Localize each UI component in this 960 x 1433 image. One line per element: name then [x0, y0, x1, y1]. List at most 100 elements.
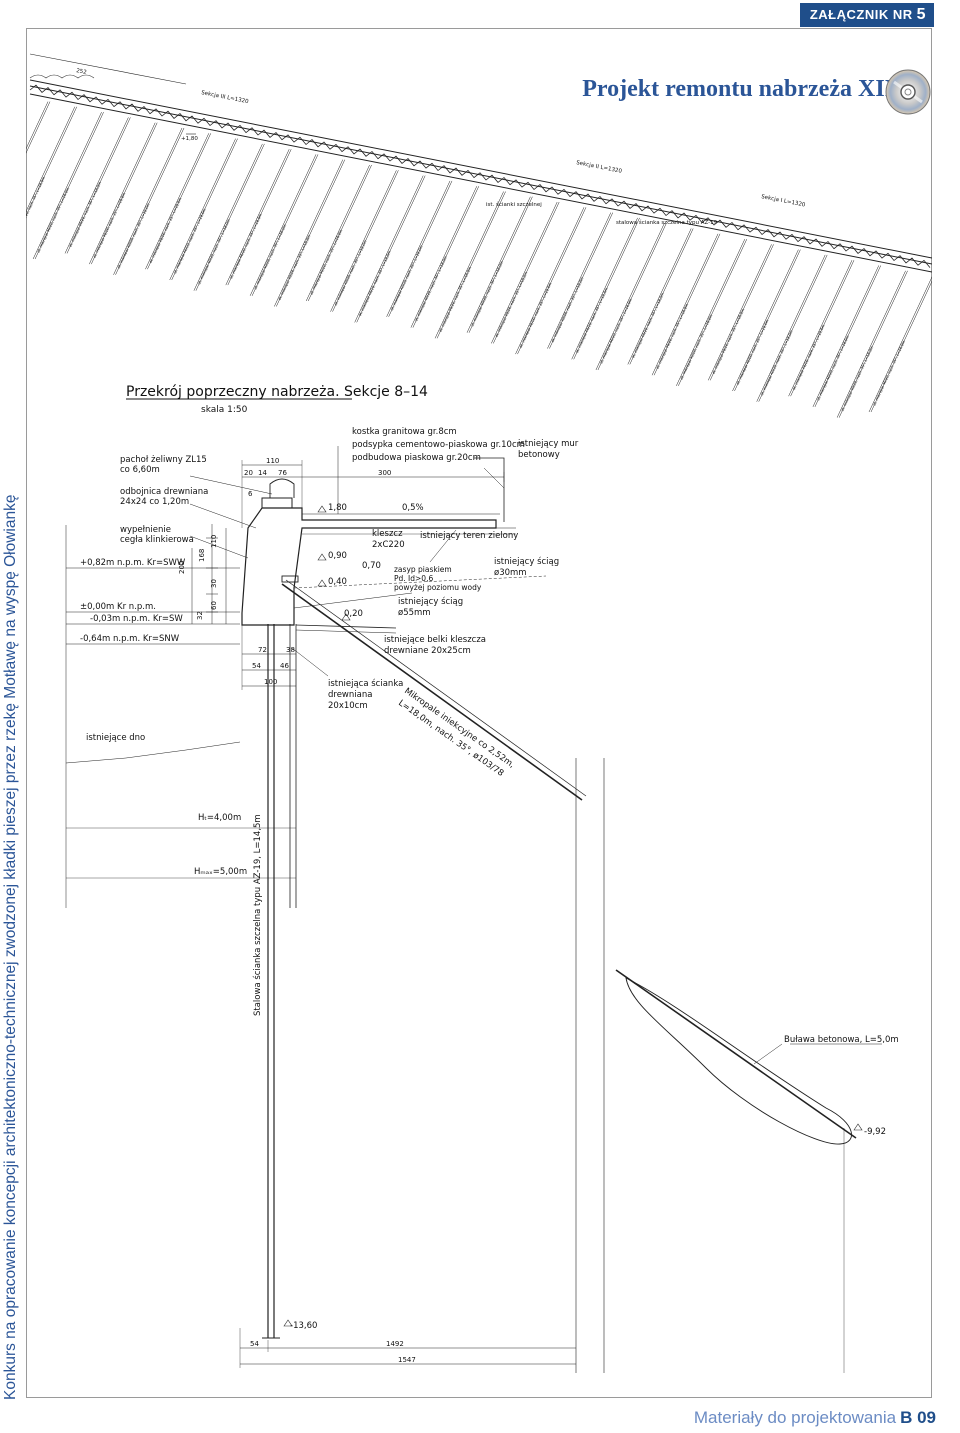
plan-micropile-line	[597, 223, 667, 371]
plan-micropile-line	[330, 170, 397, 312]
plan-micropile-line	[814, 265, 882, 408]
plan-micropile-line	[468, 196, 533, 333]
plan-micropile-line	[388, 180, 453, 317]
plan-micropile-line	[356, 175, 426, 323]
elev-020: 0,20	[344, 609, 363, 619]
plan-micropile-label: ot. mikropal 40/20, nach. 35°, L=18,0m	[93, 192, 127, 259]
label-bollard: pachoł żeliwny ZL15	[120, 455, 207, 465]
plan-micropile-label: ot. mikropal 40/20, nach. 35°, L=18,0m	[278, 234, 312, 301]
plan-micropile-line	[549, 212, 614, 349]
label-lvl-sww: +0,82m n.p.m. Kr=SWW	[80, 558, 186, 568]
plan-micropile-line	[651, 233, 719, 376]
plan-micropile-line	[756, 254, 826, 402]
elev-070: 0,70	[362, 561, 381, 571]
label-lvl-zero: ±0,00m Kr n.p.m.	[80, 602, 156, 612]
dim-30: 30	[210, 579, 218, 588]
label-timber-wall-3: 20x10cm	[328, 701, 368, 711]
dim-38: 38	[286, 646, 295, 654]
dim-1547: 1547	[398, 1356, 416, 1364]
plan-micropile-line	[732, 249, 799, 392]
plan-micropile-line	[26, 106, 78, 217]
plan-micropile-line	[115, 127, 185, 275]
label-sand-fill-2: Pd. Id>0,6	[394, 574, 433, 583]
label-grout-bulb: Buława betonowa, L=5,0m	[784, 1035, 899, 1045]
plan-micropile-line	[707, 244, 772, 381]
plan-micropile-line	[788, 260, 853, 397]
plan-old-wall: ist. ścianki szczelnej	[486, 201, 542, 208]
plan-micropile-line	[653, 233, 721, 376]
page-title: Projekt remontu nabrzeża XII	[582, 76, 894, 102]
plan-micropile-label: ot. mikropal 40/20, nach. 35°, L=18,0m	[760, 329, 794, 396]
plan-micropile-label: ot. mikropal 40/20, nach. 35°, L=18,0m	[711, 308, 745, 375]
label-clamp-size: 2xC220	[372, 540, 405, 550]
plan-micropile-label: ot. mikropal 40/20, nach. 35°, L=18,0m	[599, 297, 633, 364]
page-number: B 09	[900, 1408, 936, 1427]
plan-micropile-line	[26, 106, 76, 213]
annex-label: ZAŁĄCZNIK NR	[809, 7, 913, 22]
dim-14: 14	[258, 469, 267, 477]
plan-micropile-line	[836, 270, 906, 418]
plan-micropile-line	[64, 117, 129, 254]
label-h-design: Hₜ=4,00m	[198, 813, 241, 823]
plan-micropile-line	[32, 111, 102, 260]
plan-micropile-line	[812, 265, 880, 408]
label-existing-wall: istniejący mur	[518, 439, 579, 449]
label-bottom: istniejące dno	[86, 733, 145, 743]
plan-micropile-line	[571, 217, 638, 360]
dim-110v: 110	[210, 535, 218, 548]
section-scale: skala 1:50	[201, 405, 248, 415]
plan-micropile-label: ot. mikropal 40/20, nach. 35°, L=18,0m	[736, 318, 770, 385]
section-title: Przekrój poprzeczny nabrzeża. Sekcje 8–1…	[126, 384, 428, 400]
plan-micropile-line	[838, 270, 908, 418]
plan-micropile-label: ot. mikropal 40/20, nach. 35°, L=18,0m	[575, 287, 609, 354]
plan-spacing: 252	[76, 68, 87, 76]
plan-micropile-line	[171, 138, 238, 281]
plan-micropile-line	[91, 122, 158, 265]
label-existing-wall-2: betonowy	[518, 450, 560, 460]
plan-micropile-label: ot. mikropal 40/20, nach. 35°, L=18,0m	[197, 218, 231, 285]
side-banner: Konkurs na opracowanie koncepcji archite…	[0, 0, 22, 1401]
dim-76: 76	[278, 469, 287, 477]
plan-section-2: Sekcja II L=1320	[576, 160, 623, 175]
label-micropile: Mikropale iniekcyjne co 2,52m,	[402, 686, 516, 770]
plan-micropile-label: ot. mikropal 40/20, nach. 35°, L=18,0m	[253, 223, 287, 290]
plan-micropile-line	[790, 260, 855, 397]
plan-micropile-label: ot. mikropal 40/20, nach. 35°, L=18,0m	[470, 260, 504, 327]
label-beams: istniejące belki kleszcza	[384, 635, 486, 645]
label-sand-fill: zasyp piaskiem	[394, 565, 452, 574]
plan-micropile-line	[678, 238, 748, 387]
plan-micropile-label: ot. mikropal 40/20, nach. 35°, L=18,0m	[358, 250, 392, 317]
plan-micropile-label: ot. mikropal 40/20, nach. 35°, L=18,0m	[309, 228, 343, 295]
plan-micropile-line	[868, 276, 932, 413]
plan-micropile-label: ot. mikropal 40/20, nach. 35°, L=18,0m	[117, 202, 151, 269]
plan-micropile-line	[225, 149, 290, 286]
plan-micropile-line	[412, 186, 480, 328]
plan-micropile-label: ot. mikropal 40/20, nach. 35°, L=18,0m	[551, 276, 585, 343]
plan-micropile-line	[676, 238, 746, 387]
dim-100: 100	[264, 678, 277, 686]
plan-micropile-line	[305, 164, 370, 302]
plan-elevation: +1,80	[181, 136, 198, 142]
label-tie-1: istniejący ściąg	[398, 596, 463, 607]
plan-micropile-label: ot. mikropal 40/20, nach. 35°, L=18,0m	[816, 334, 850, 401]
label-layer-3: podbudowa piaskowa gr.20cm	[352, 453, 481, 463]
plan-micropile-line	[517, 207, 587, 355]
plan-micropile-line	[386, 180, 451, 317]
label-fender-size: 24x24 co 1,20m	[120, 497, 189, 507]
plan-micropile-label: ot. mikropal 40/20, nach. 35°, L=18,0m	[414, 255, 448, 322]
plan-micropile-line	[491, 201, 558, 344]
plan-wall-note: stalowa ścianka szczelna typu AZ-19	[616, 219, 718, 226]
plan-micropile-label: ot. mikropal 40/20, nach. 35°, L=18,0m	[680, 313, 714, 380]
dim-32: 32	[196, 611, 204, 620]
plan-micropile-line	[26, 101, 51, 154]
annex-number: 5	[916, 6, 926, 23]
plan-micropile-line	[547, 212, 612, 349]
dim-60: 60	[210, 601, 218, 610]
label-lvl-snw: -0,64m n.p.m. Kr=SNW	[80, 634, 180, 644]
label-timber-wall: istniejąca ścianka	[328, 678, 403, 689]
plan-micropile-line	[436, 191, 506, 339]
label-tie-2-size: ø30mm	[494, 568, 527, 578]
plan-micropile-line	[573, 217, 640, 360]
label-beams-size: drewniane 20x25cm	[384, 646, 471, 656]
